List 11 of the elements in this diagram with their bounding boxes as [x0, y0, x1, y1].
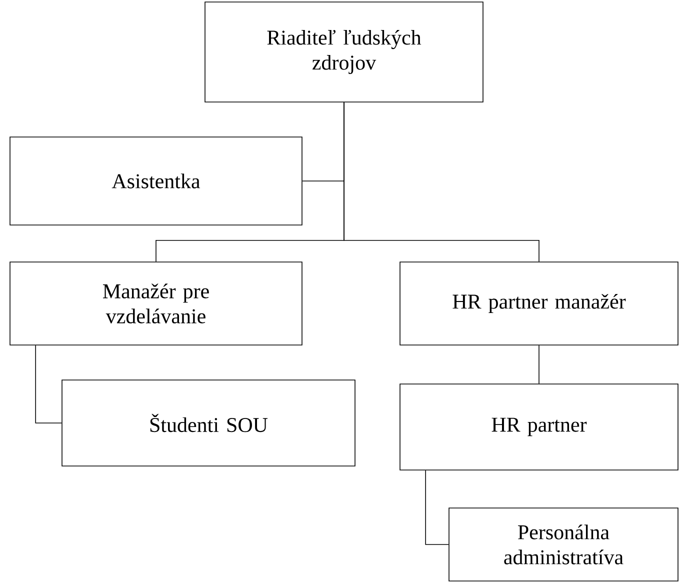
connector-line [344, 102, 540, 262]
org-box: Asistentka [10, 136, 302, 226]
connector-line [35, 345, 62, 424]
org-box: HR partner manažér [400, 262, 678, 346]
org-box: Riaditeľ ľudských zdrojov [204, 2, 484, 102]
connector-line [538, 345, 540, 384]
connector-line [425, 470, 449, 545]
org-box: Manažér pre vzdelávanie [10, 262, 302, 346]
org-box: Študenti SOU [62, 380, 356, 466]
org-box: Personálna administratíva [448, 508, 678, 582]
org-box: HR partner [400, 384, 678, 470]
